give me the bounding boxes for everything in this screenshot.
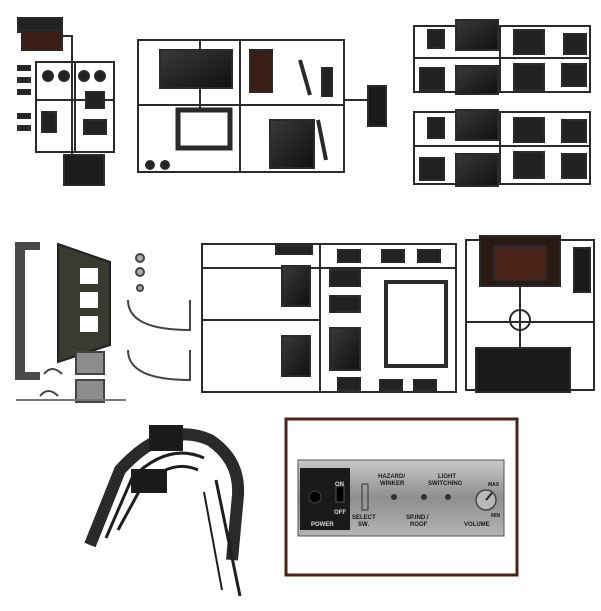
fender-mudguard-parts — [84, 425, 245, 597]
battery-box-runner — [465, 235, 595, 393]
panel-labels: ON OFF POWER HAZARD/ WINKER LIGHT SWITCH… — [311, 474, 501, 528]
volume-label: VOLUME — [464, 522, 490, 528]
max-label: MAX — [488, 482, 500, 488]
off-label: OFF — [334, 510, 346, 516]
winker-label: WINKER — [380, 481, 405, 487]
spind-label: SP.IND./ — [406, 515, 429, 521]
small-parts-runner — [17, 17, 115, 186]
min-label: MIN — [491, 513, 501, 519]
sw-label: SW. — [358, 522, 369, 528]
leaf-spring-runner-top — [413, 19, 591, 95]
power-label: POWER — [311, 522, 334, 528]
frame-bracket-part — [57, 242, 111, 364]
light-label: LIGHT — [438, 474, 456, 480]
hazard-label: HAZARD/ — [378, 474, 405, 480]
chassis-parts-runner — [137, 39, 387, 173]
switching-label: SWITCHING — [428, 481, 463, 487]
select-label: SELECT — [352, 515, 376, 521]
leaf-spring-runner-bottom — [413, 109, 591, 187]
side-rail-part — [15, 242, 40, 380]
control-panel-photo — [284, 417, 519, 577]
body-parts-runner — [201, 243, 457, 393]
on-label: ON — [335, 482, 344, 488]
roof-label: ROOF — [410, 522, 428, 528]
metal-small-parts — [16, 253, 191, 403]
